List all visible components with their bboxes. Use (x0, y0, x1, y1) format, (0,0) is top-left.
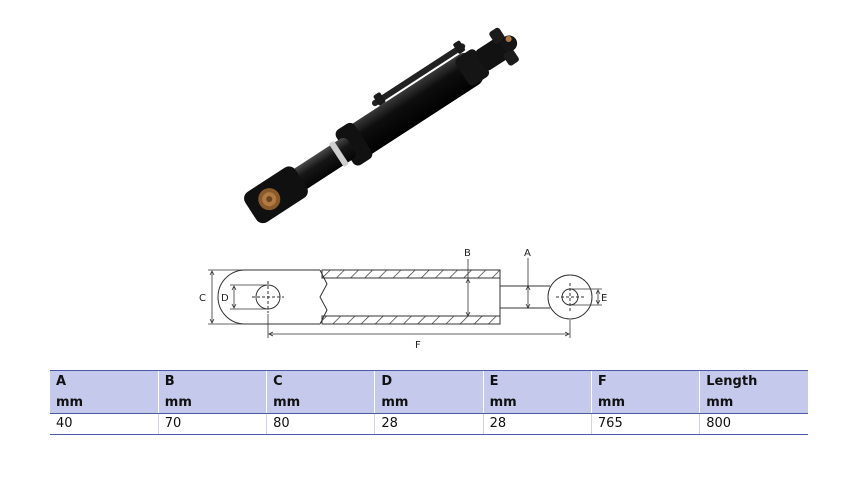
dim-label-d: D (221, 293, 229, 304)
col-unit-c: mm (266, 392, 375, 414)
table-row: 40 70 80 28 28 765 800 (50, 413, 808, 435)
col-unit-d: mm (374, 392, 484, 414)
hydraulic-cylinder-photo (244, 27, 519, 224)
dimension-drawing: C D B A E F (199, 248, 607, 351)
barrel-outline (321, 269, 550, 325)
cell-d: 28 (374, 413, 484, 435)
dim-label-f: F (415, 340, 421, 351)
col-header-d: D (374, 370, 484, 392)
col-header-f: F (590, 370, 700, 392)
col-unit-f: mm (590, 392, 700, 414)
cell-b: 70 (157, 413, 267, 435)
col-header-b: B (157, 370, 267, 392)
cap-end-eye (547, 274, 593, 320)
header-row-names: A B C D E F Length (50, 370, 808, 392)
rod-end-outline (217, 269, 328, 325)
cell-e: 28 (482, 413, 592, 435)
spec-table: A B C D E F Length mm mm mm mm mm mm mm … (50, 370, 808, 435)
dim-label-a: A (524, 248, 531, 259)
col-header-e: E (482, 370, 592, 392)
cell-a: 40 (50, 413, 159, 435)
col-unit-a: mm (50, 392, 159, 414)
header-row-units: mm mm mm mm mm mm mm (50, 392, 808, 414)
cell-f: 765 (590, 413, 700, 435)
col-header-c: C (266, 370, 375, 392)
cell-c: 80 (266, 413, 375, 435)
cell-length: 800 (699, 413, 808, 435)
col-header-a: A (50, 370, 159, 392)
dim-label-c: C (199, 293, 206, 304)
dim-label-e: E (601, 293, 607, 304)
col-header-length: Length (699, 370, 808, 392)
col-unit-e: mm (482, 392, 592, 414)
col-unit-b: mm (157, 392, 267, 414)
dim-label-b: B (464, 248, 471, 259)
col-unit-length: mm (699, 392, 808, 414)
